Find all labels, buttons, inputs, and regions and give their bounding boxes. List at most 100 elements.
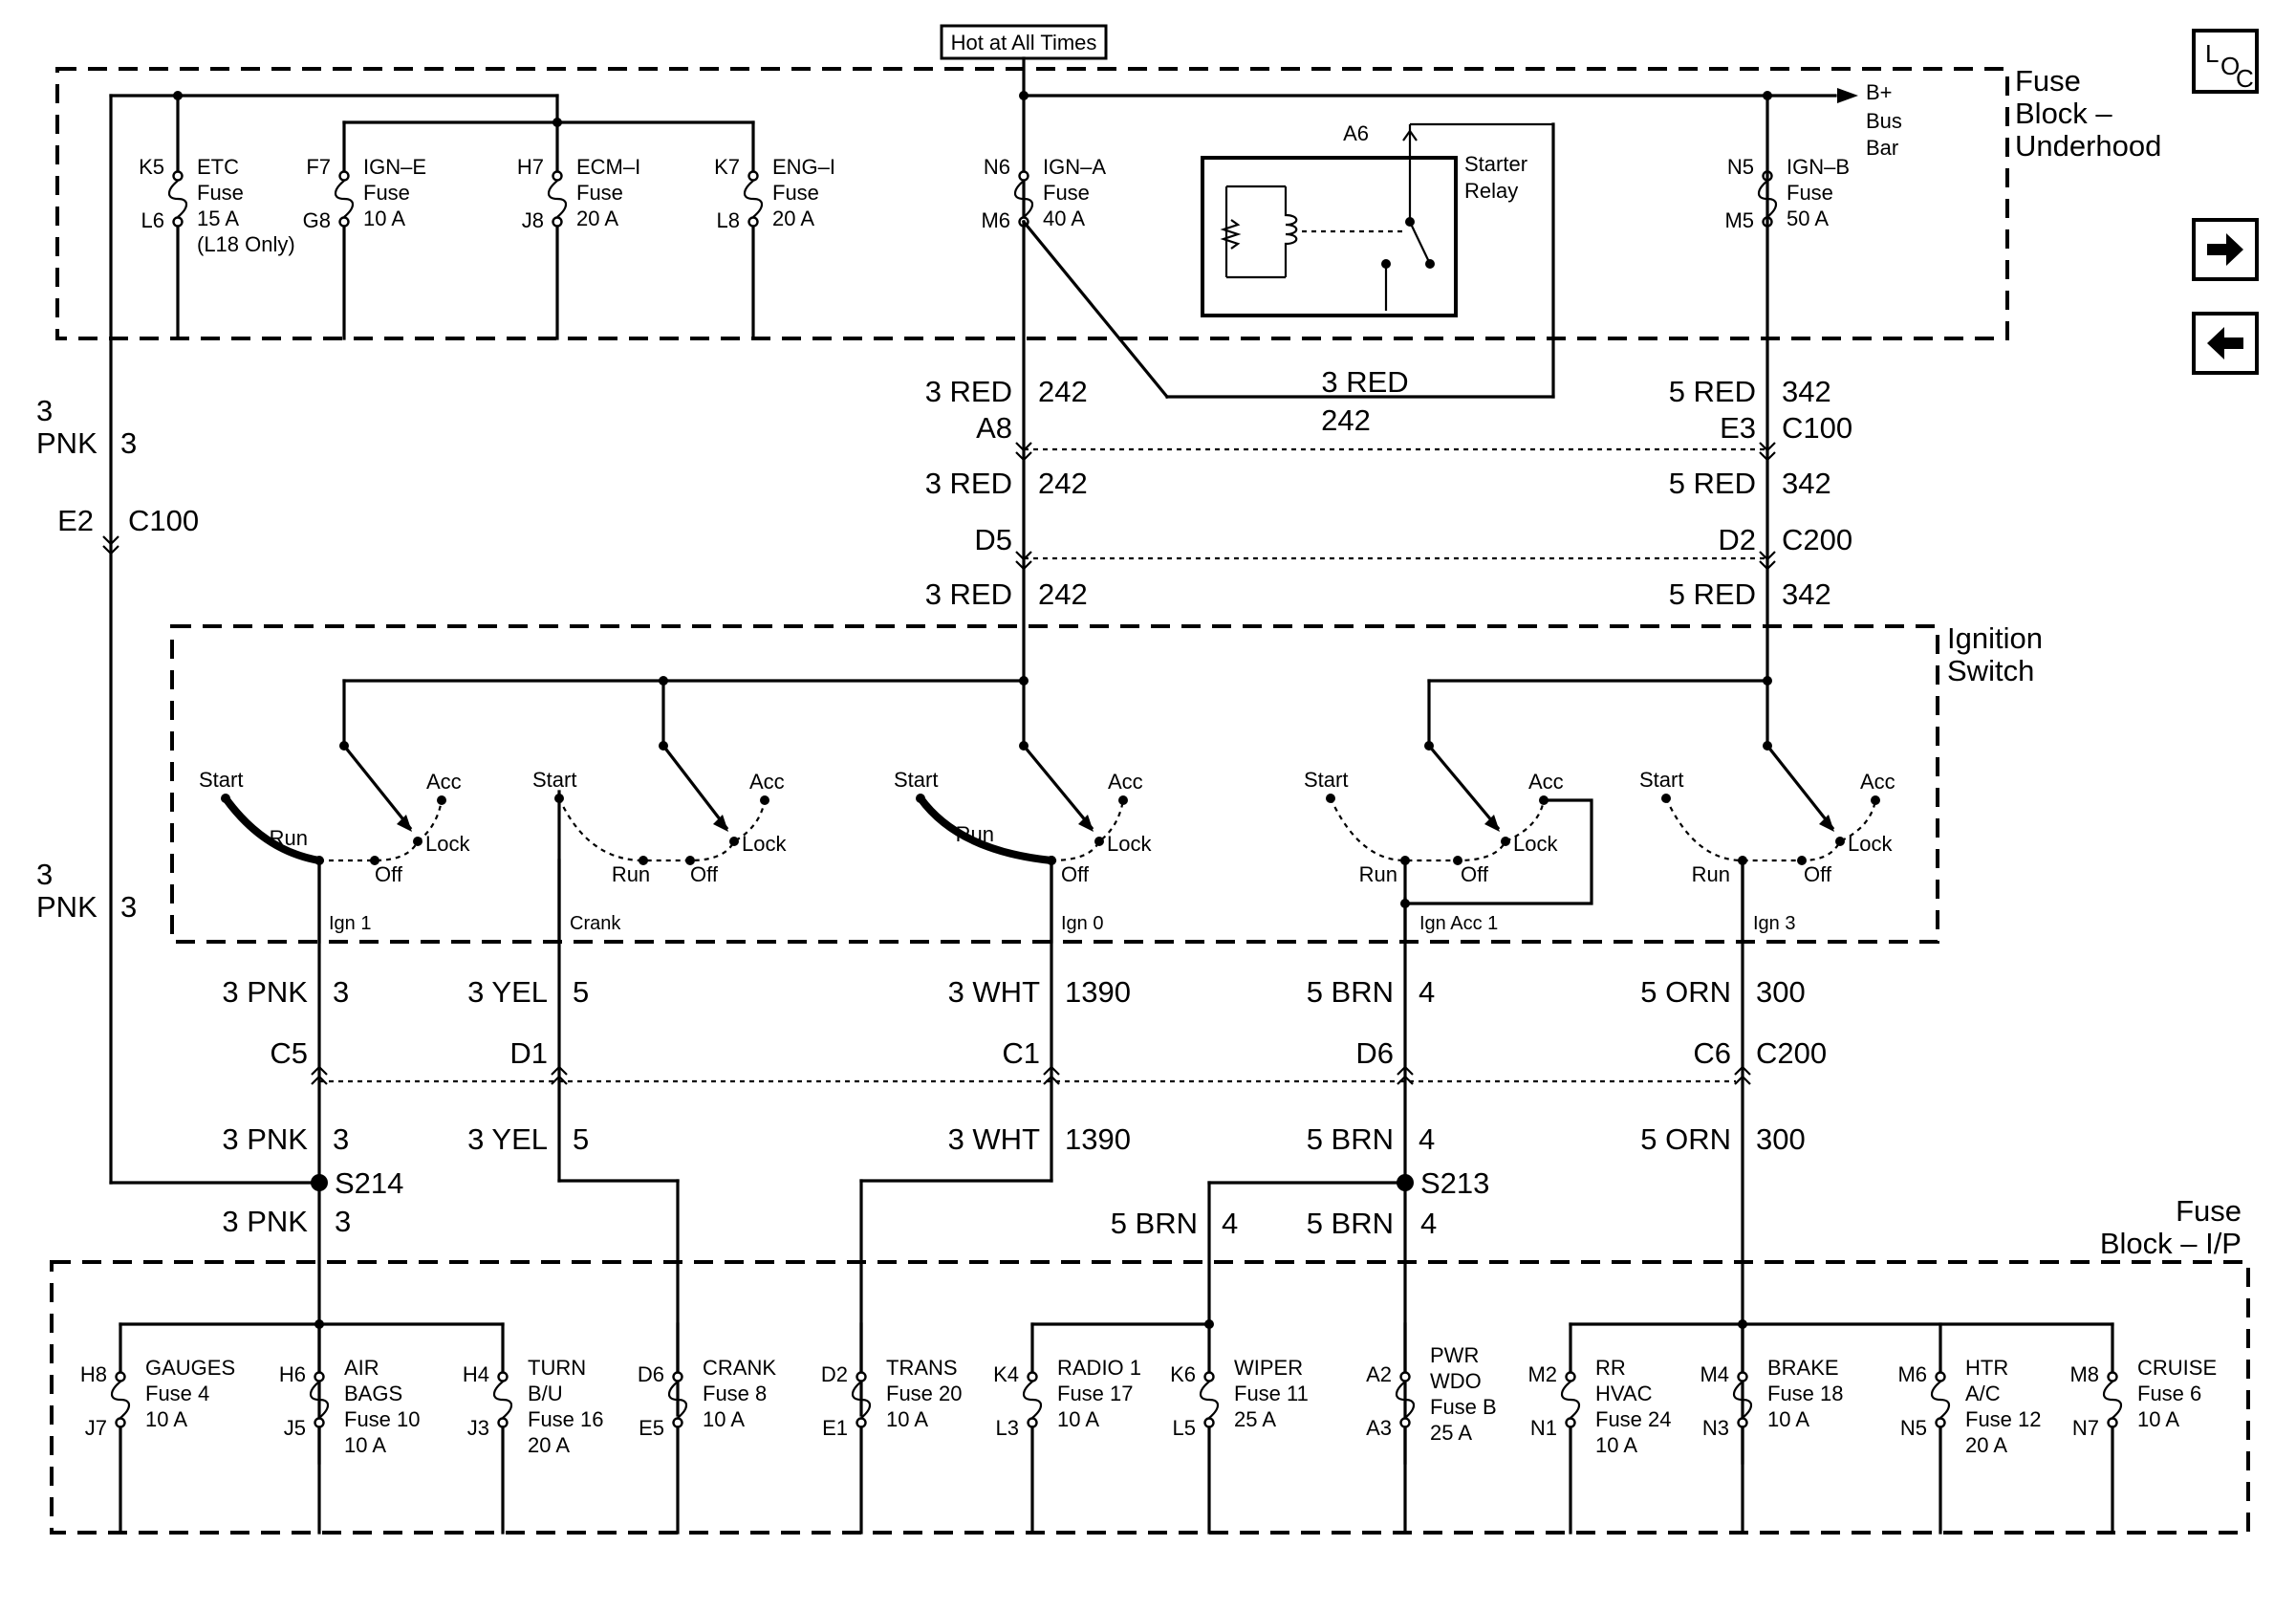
switch-off-label: Off (375, 862, 403, 886)
switch-acc-label: Acc (426, 770, 462, 794)
switch-off-label: Off (1461, 862, 1489, 886)
fuse-label-line: 15 A (197, 207, 239, 230)
ignition-switch-bus (342, 676, 1772, 748)
d2-pin: D2 (1718, 523, 1756, 556)
fuse-pin-in: N6 (984, 155, 1010, 179)
ip-title-1: Fuse (2176, 1194, 2242, 1228)
ip-fuse-pin-out: L5 (1173, 1416, 1196, 1440)
ip-fuse-label-line: Fuse 4 (145, 1382, 209, 1405)
fuse-pin-out: J8 (522, 208, 544, 232)
lower-wire-circuit: 4 (1419, 975, 1435, 1009)
fuse-label-line: ENG–I (772, 155, 835, 179)
lower-wire-gc: 3 WHT (948, 975, 1041, 1009)
starter-wire-gc: 3 RED (1321, 365, 1408, 399)
lower-wire-circuit-b: 3 (333, 1122, 349, 1156)
fuse-label-line: ETC (197, 155, 239, 179)
switch-run-label: Run (270, 826, 308, 850)
fuse-label-line: IGN–E (363, 155, 426, 179)
ip-fuse-label-line: Fuse 11 (1234, 1382, 1309, 1405)
fuse-pin-in: H7 (517, 155, 544, 179)
fuse-label-line: 20 A (576, 207, 618, 230)
fuse-label-line: Fuse (197, 181, 244, 205)
fuse-label-line: Fuse (1043, 181, 1090, 205)
ip-fuse-label-line: B/U (528, 1382, 563, 1405)
switch-lock-label: Lock (425, 832, 470, 856)
switch-off-label: Off (690, 862, 719, 886)
ip-fuse-label-line: TRANS (886, 1356, 958, 1380)
fuse-block-underhood-outline (55, 67, 2009, 340)
ip-fuse-label-line: Fuse 8 (703, 1382, 767, 1405)
fuse-pin-out: M5 (1724, 208, 1754, 232)
lower-wire-circuit-b: 300 (1756, 1122, 1806, 1156)
underhood-title-2: Block – (2015, 97, 2112, 130)
lower-wire-circuit: 300 (1756, 975, 1806, 1009)
ip-fuse-label-line: WDO (1430, 1369, 1482, 1393)
ip-fuse-label-line: Fuse 24 (1595, 1407, 1672, 1431)
ip-fuse-pin-in: M2 (1527, 1362, 1557, 1386)
ip-fuse-label-line: Fuse 6 (2137, 1382, 2201, 1405)
ip-fuse-label-line: 20 A (528, 1433, 570, 1457)
ip-fuse-pin-out: N7 (2072, 1416, 2099, 1440)
ip-fuse-pin-in: M4 (1700, 1362, 1729, 1386)
switch-output-label: Crank (570, 913, 621, 934)
switch-start-label: Start (1304, 768, 1348, 792)
ip-fuse-label-line: 25 A (1234, 1407, 1276, 1431)
lower-wire-circuit: 5 (573, 975, 589, 1009)
ip-fuse-pin-out: J5 (284, 1416, 306, 1440)
ip-fuse-label-line: Fuse 12 (1965, 1407, 2042, 1431)
location-button[interactable]: L O C (2192, 29, 2259, 94)
arrow-left-icon (2207, 327, 2243, 359)
s214-below-gc: 3 PNK (222, 1205, 308, 1238)
switch-acc-label: Acc (749, 770, 785, 794)
red-b2-gc: 5 RED (1669, 467, 1756, 500)
lower-wire-circuit-b: 5 (573, 1122, 589, 1156)
ip-fuse-label-line: WIPER (1234, 1356, 1303, 1380)
switch-output-label: Ign 3 (1753, 913, 1795, 934)
fuse-pin-in: N5 (1727, 155, 1754, 179)
switch-run-label: Run (1692, 862, 1730, 886)
ip-fuse-pin-in: M6 (1897, 1362, 1927, 1386)
ip-fuse-pin-out: A3 (1366, 1416, 1392, 1440)
red-b3-gc: 5 RED (1669, 577, 1756, 611)
fuse-pin-in: K5 (139, 155, 164, 179)
fuse-pin-in: F7 (306, 155, 331, 179)
switch-run-label: Run (612, 862, 650, 886)
ip-fuse-label-line: 10 A (703, 1407, 745, 1431)
lower-wire-connector: C200 (1756, 1036, 1827, 1070)
d5-pin: D5 (974, 523, 1012, 556)
ip-fuse-pin-out: E5 (639, 1416, 664, 1440)
fuse-label-line: Fuse (576, 181, 623, 205)
lower-wire-pin: D6 (1355, 1036, 1394, 1070)
red-a1-gc: 3 RED (925, 375, 1012, 408)
lower-wire-gc-b: 3 WHT (948, 1122, 1041, 1156)
fuse-pin-out: M6 (981, 208, 1010, 232)
lower-wire-gc-b: 3 YEL (467, 1122, 548, 1156)
lower-wire-gc: 3 YEL (467, 975, 548, 1009)
ip-fuse-label-line: HVAC (1595, 1382, 1653, 1405)
c100-right: C100 (1782, 411, 1852, 445)
ip-fuse-label-line: Fuse 16 (528, 1407, 604, 1431)
underhood-title-3: Underhood (2015, 129, 2161, 163)
previous-page-button[interactable] (2192, 312, 2259, 375)
ip-fuse-pin-out: L3 (996, 1416, 1019, 1440)
ip-fuse-pin-out: N3 (1702, 1416, 1729, 1440)
ip-fuse-label-line: AIR (344, 1356, 379, 1380)
pnk-left-2-color: PNK (36, 890, 97, 924)
lower-wire-gc: 3 PNK (222, 975, 308, 1009)
red-a3-gc: 3 RED (925, 577, 1012, 611)
c200-top: C200 (1782, 523, 1852, 556)
fuse-pin-out: L8 (717, 208, 740, 232)
ip-fuse-pin-out: N1 (1530, 1416, 1557, 1440)
lower-wire-pin: C5 (270, 1036, 308, 1070)
switch-lock-label: Lock (1107, 832, 1152, 856)
next-page-button[interactable] (2192, 218, 2259, 281)
hot-at-all-times-label: Hot at All Times (951, 31, 1097, 54)
switch-start-label: Start (894, 768, 938, 792)
ip-fuse-label-line: 25 A (1430, 1421, 1472, 1445)
